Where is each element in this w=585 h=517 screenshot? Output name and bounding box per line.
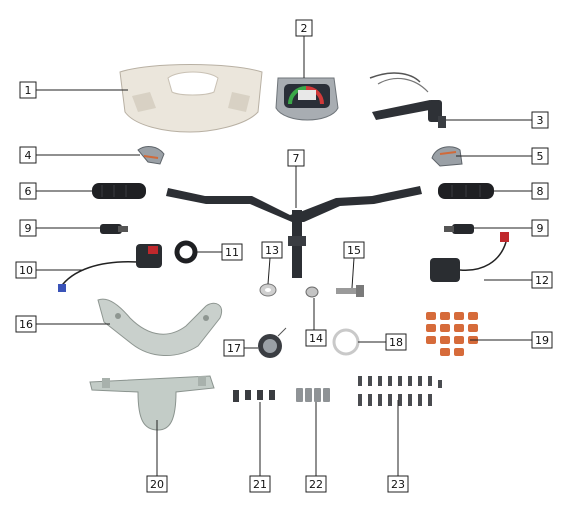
part-brake-lever: [369, 72, 446, 128]
callout-9-right: 9: [531, 219, 549, 237]
svg-text:9: 9: [537, 222, 544, 235]
callout-16: 16: [15, 315, 37, 333]
part-handlebar: [166, 186, 422, 278]
part-right-bracket: [431, 146, 463, 167]
part-screws-a: [233, 390, 275, 402]
callout-11: 11: [221, 243, 243, 261]
callout-19: 19: [531, 331, 553, 349]
callout-22: 22: [305, 475, 327, 493]
svg-text:12: 12: [535, 274, 549, 287]
callout-23: 23: [387, 475, 409, 493]
part-nut: [305, 286, 319, 298]
callout-2: 2: [295, 19, 313, 37]
svg-text:4: 4: [25, 149, 32, 162]
callout-4: 4: [19, 146, 37, 164]
svg-text:23: 23: [391, 478, 405, 491]
callout-10: 10: [15, 261, 37, 279]
svg-text:1: 1: [25, 84, 32, 97]
svg-text:3: 3: [537, 114, 544, 127]
callout-18: 18: [385, 333, 407, 351]
svg-text:9: 9: [25, 222, 32, 235]
svg-text:14: 14: [309, 332, 323, 345]
callout-7: 7: [287, 149, 305, 167]
svg-text:18: 18: [389, 336, 403, 349]
callout-labels: 1 2 3 4 5 6 7 8 9 9 10 11 12 13 14 15 16…: [15, 19, 553, 493]
svg-text:2: 2: [301, 22, 308, 35]
callout-21: 21: [249, 475, 271, 493]
svg-text:7: 7: [293, 152, 300, 165]
part-right-bar-end: [444, 224, 474, 234]
svg-text:20: 20: [150, 478, 164, 491]
callout-8: 8: [531, 182, 549, 200]
leader-lines: [36, 36, 532, 476]
part-clips-b: [296, 388, 330, 402]
part-screws-c: [358, 376, 442, 406]
svg-text:13: 13: [265, 244, 279, 257]
callout-13: 13: [261, 241, 283, 259]
part-right-grip: [438, 183, 494, 199]
callout-5: 5: [531, 147, 549, 165]
part-front-cover: [119, 64, 263, 133]
part-clips: [426, 312, 478, 356]
part-left-switch: [58, 244, 162, 292]
part-upper-rear-cover: [97, 298, 222, 357]
svg-text:8: 8: [537, 185, 544, 198]
svg-text:22: 22: [309, 478, 323, 491]
svg-text:16: 16: [19, 318, 33, 331]
svg-text:5: 5: [537, 150, 544, 163]
svg-text:17: 17: [227, 342, 241, 355]
callout-6: 6: [19, 182, 37, 200]
callout-9-left: 9: [19, 219, 37, 237]
callout-20: 20: [146, 475, 168, 493]
part-speedometer: [275, 77, 339, 121]
part-lower-cover: [89, 375, 215, 431]
part-left-grip: [92, 183, 146, 199]
svg-text:11: 11: [225, 246, 239, 259]
part-ring: [174, 240, 198, 264]
part-o-ring: [332, 328, 360, 356]
callout-1: 1: [19, 81, 37, 99]
part-right-switch: [430, 232, 509, 282]
callout-12: 12: [531, 271, 553, 289]
svg-text:10: 10: [19, 264, 33, 277]
callout-14: 14: [305, 329, 327, 347]
part-left-bracket: [137, 146, 165, 165]
callout-17: 17: [223, 339, 245, 357]
part-washer-small: [259, 283, 277, 297]
svg-text:19: 19: [535, 334, 549, 347]
part-left-bar-end: [100, 224, 128, 234]
part-bolt: [336, 285, 364, 297]
part-ignition: [258, 327, 287, 358]
svg-text:15: 15: [347, 244, 361, 257]
svg-text:21: 21: [253, 478, 267, 491]
svg-text:6: 6: [25, 185, 32, 198]
callout-3: 3: [531, 111, 549, 129]
callout-15: 15: [343, 241, 365, 259]
